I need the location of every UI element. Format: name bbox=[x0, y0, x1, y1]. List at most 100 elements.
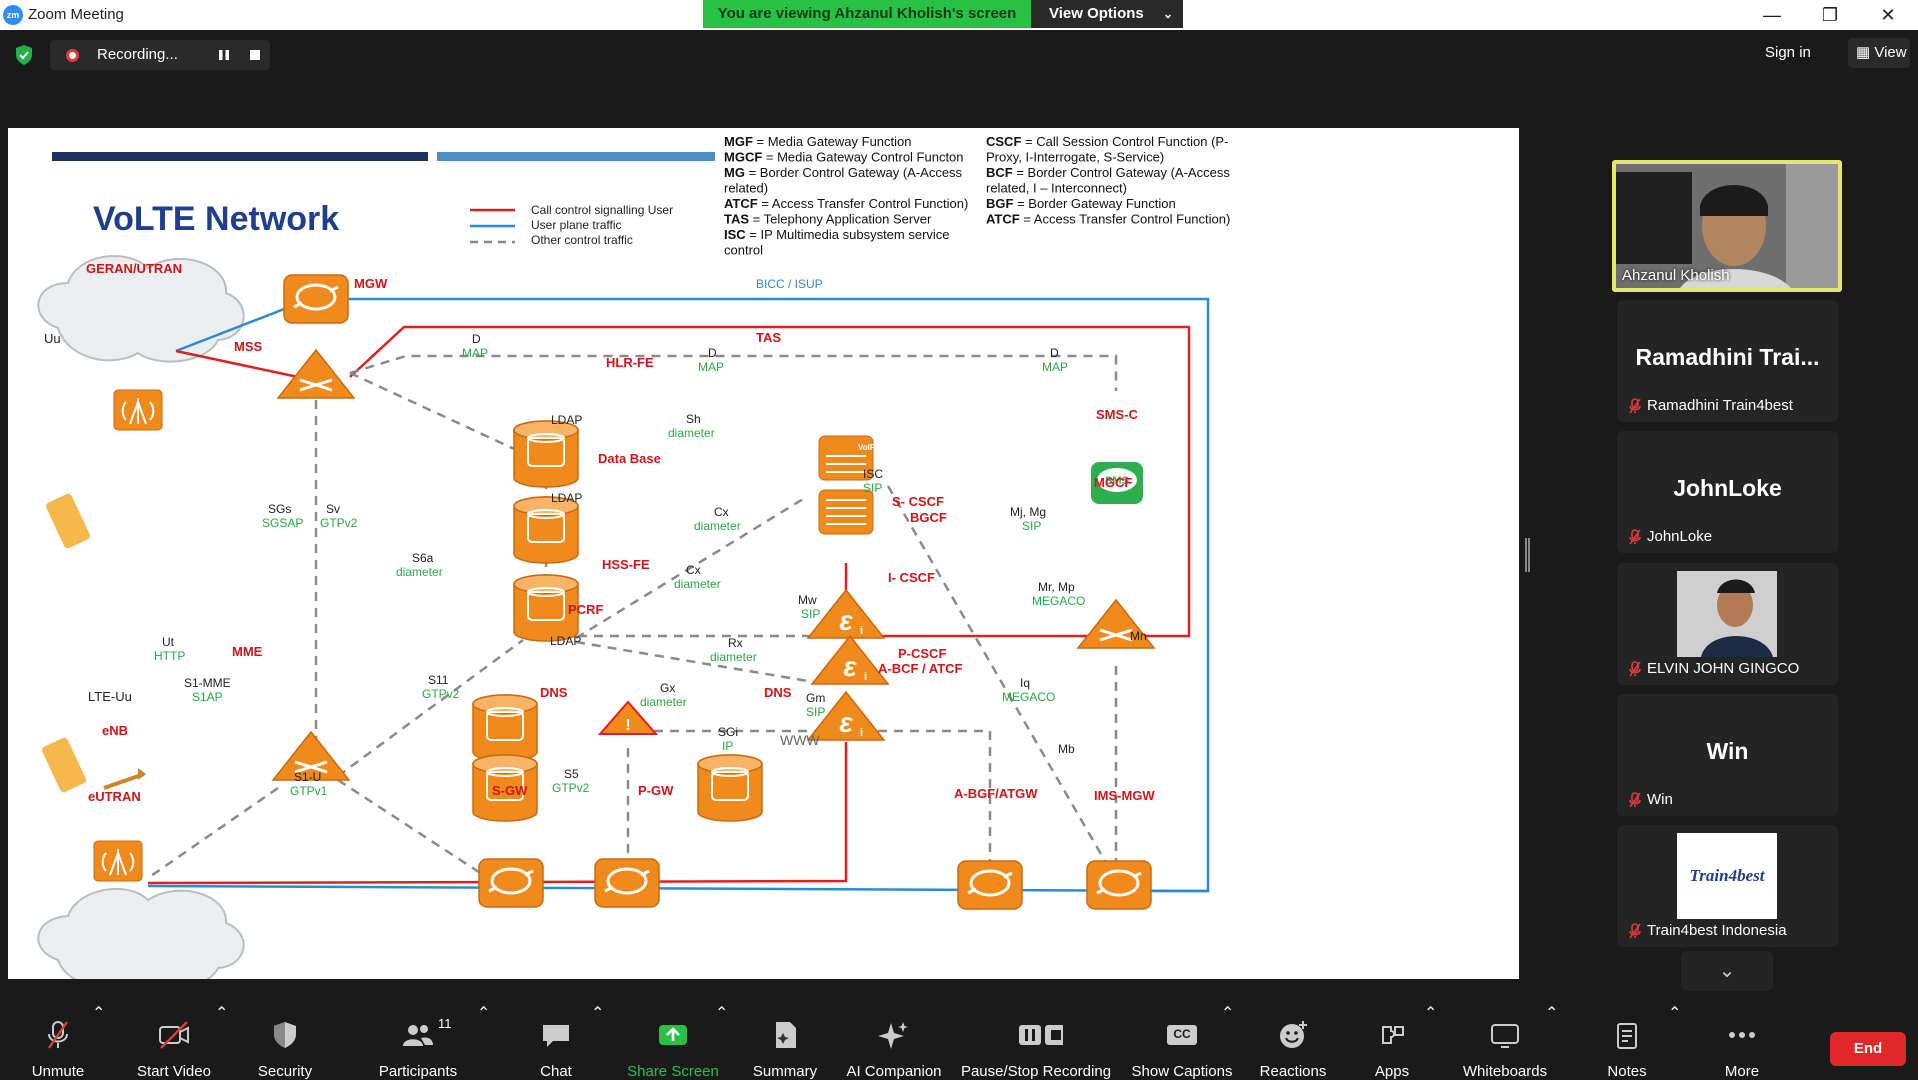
definition-line: CSCF = Call Session Control Function (P- bbox=[986, 134, 1228, 149]
diagram-label-mw: Mw bbox=[798, 593, 817, 607]
diagram-label-tas: TAS bbox=[756, 330, 781, 345]
legend-item: Other control traffic bbox=[531, 233, 633, 247]
restore-icon[interactable]: ❐ bbox=[1821, 5, 1839, 25]
participants-button[interactable]: 11 Participants bbox=[368, 1003, 468, 1080]
view-layout-button[interactable]: ▦ View bbox=[1848, 38, 1910, 68]
close-icon[interactable]: ✕ bbox=[1880, 5, 1896, 25]
legend-item: User plane traffic bbox=[531, 218, 622, 232]
definition-line: MG = Border Control Gateway (A-Access bbox=[724, 165, 963, 180]
video-options-caret-icon[interactable]: ⌃ bbox=[215, 1005, 229, 1022]
security-label: Security bbox=[257, 1063, 313, 1080]
diagram-label-cx1p: diameter bbox=[694, 519, 741, 533]
sign-in-link[interactable]: Sign in bbox=[1765, 44, 1811, 61]
diagram-label-ldap3: LDAP bbox=[550, 634, 581, 648]
chat-button[interactable]: Chat bbox=[516, 1003, 596, 1080]
apps-label: Apps bbox=[1374, 1063, 1410, 1080]
apps-button[interactable]: Apps bbox=[1352, 1003, 1432, 1080]
encryption-shield-icon[interactable] bbox=[14, 44, 34, 66]
muted-mic-icon bbox=[1629, 791, 1641, 807]
definitions-right: CSCF = Call Session Control Function (P-… bbox=[986, 134, 1230, 227]
definition-line: control bbox=[724, 243, 763, 258]
participant-tile[interactable]: JohnLoke JohnLoke bbox=[1617, 431, 1838, 553]
participants-options-caret-icon[interactable]: ⌃ bbox=[477, 1005, 491, 1022]
diagram-label-iscp: SIP bbox=[863, 481, 882, 495]
pause-stop-label: Pause/Stop Recording bbox=[960, 1063, 1112, 1080]
definition-line: TAS = Telephony Application Server bbox=[724, 212, 932, 227]
view-options-label: View Options bbox=[1049, 5, 1144, 22]
meeting-toolbar: Unmute ⌃ Start Video ⌃ Security 11 Parti… bbox=[0, 1003, 1918, 1080]
participant-logo: Train4best bbox=[1677, 833, 1777, 919]
chat-label: Chat bbox=[540, 1063, 572, 1080]
panel-resize-handle[interactable] bbox=[1525, 538, 1530, 572]
diagram-label-ldap2: LDAP bbox=[551, 491, 582, 505]
share-options-caret-icon[interactable]: ⌃ bbox=[715, 1005, 729, 1022]
notes-options-caret-icon[interactable]: ⌃ bbox=[1668, 1005, 1682, 1022]
end-meeting-button[interactable]: End bbox=[1830, 1032, 1906, 1066]
pause-stop-recording-button[interactable]: Pause/Stop Recording bbox=[956, 1003, 1116, 1080]
scroll-participants-down-button[interactable]: ⌄ bbox=[1681, 951, 1773, 991]
captions-options-caret-icon[interactable]: ⌃ bbox=[1221, 1005, 1235, 1022]
pause-stop-icon bbox=[1019, 1025, 1063, 1045]
share-screen-label: Share Screen bbox=[627, 1063, 719, 1080]
share-screen-button[interactable]: Share Screen bbox=[622, 1003, 724, 1080]
diagram-label-mgcf: MGCF bbox=[1094, 475, 1132, 490]
diagram-label-sgs: SGs bbox=[268, 502, 291, 516]
muted-mic-icon bbox=[1629, 397, 1641, 413]
pause-recording-icon[interactable] bbox=[218, 49, 230, 61]
diagram-label-dns1: DNS bbox=[540, 685, 568, 700]
diagram-label-rxp: diameter bbox=[710, 650, 757, 664]
stop-recording-icon[interactable] bbox=[250, 50, 260, 60]
audio-options-caret-icon[interactable]: ⌃ bbox=[92, 1005, 106, 1022]
whiteboards-button[interactable]: Whiteboards bbox=[1452, 1003, 1558, 1080]
definition-line: MGF = Media Gateway Function bbox=[724, 134, 912, 149]
diagram-label-scscf: S- CSCF bbox=[892, 494, 944, 509]
apps-options-caret-icon[interactable]: ⌃ bbox=[1424, 1005, 1438, 1022]
diagram-label-d1: D bbox=[472, 332, 481, 346]
summary-button[interactable]: Summary bbox=[744, 1003, 826, 1080]
ai-companion-button[interactable]: AI Companion bbox=[836, 1003, 952, 1080]
diagram-label-utp: HTTP bbox=[154, 649, 185, 663]
participant-display-name: Ramadhini Trai... bbox=[1635, 344, 1820, 370]
diagram-label-pcrf: PCRF bbox=[568, 602, 603, 617]
diagram-label-s6a: S6a bbox=[412, 551, 434, 565]
minimize-icon[interactable]: — bbox=[1763, 5, 1781, 25]
chat-bubble-icon bbox=[543, 1025, 569, 1047]
participant-tile-active-speaker[interactable]: Ahzanul Kholish bbox=[1612, 160, 1842, 292]
participant-tile[interactable]: Ramadhini Trai... Ramadhini Train4best bbox=[1617, 300, 1838, 422]
diagram-label-d3p: MAP bbox=[1042, 360, 1068, 374]
diagram-label-hss: HSS-FE bbox=[602, 557, 650, 572]
diagram-label-s5p: GTPv2 bbox=[552, 781, 590, 795]
shared-screen-slide: εi VoLTE Network Call control signalling… bbox=[8, 128, 1519, 979]
whiteboards-options-caret-icon[interactable]: ⌃ bbox=[1545, 1005, 1559, 1022]
diagram-label-smsc: SMS-C bbox=[1096, 407, 1139, 422]
show-captions-button[interactable]: CC Show Captions bbox=[1128, 1003, 1236, 1080]
diagram-label-cx2p: diameter bbox=[674, 577, 721, 591]
diagram-label-geran: GERAN/UTRAN bbox=[86, 261, 182, 276]
notes-button[interactable]: Notes bbox=[1586, 1003, 1668, 1080]
diagram-label-pgw: P-GW bbox=[638, 783, 674, 798]
unmute-button[interactable]: Unmute bbox=[14, 1003, 102, 1080]
diagram-label-d1p: MAP bbox=[462, 346, 488, 360]
definition-line: BCF = Border Control Gateway (A-Access bbox=[986, 165, 1230, 180]
reactions-button[interactable]: Reactions bbox=[1250, 1003, 1336, 1080]
diagram-label-eutran: eUTRAN bbox=[88, 789, 141, 804]
participant-name: Win bbox=[1647, 791, 1673, 808]
reactions-label: Reactions bbox=[1259, 1063, 1327, 1080]
view-options-button[interactable]: View Options⌄ bbox=[1031, 0, 1183, 28]
participant-tile[interactable]: ELVIN JOHN GINGCO bbox=[1617, 563, 1838, 685]
ai-sparkle-icon bbox=[878, 1022, 908, 1049]
svg-text:!: ! bbox=[625, 717, 630, 734]
diagram-label-iqp: MEGACO bbox=[1002, 690, 1055, 704]
more-button[interactable]: More bbox=[1702, 1003, 1782, 1080]
chat-options-caret-icon[interactable]: ⌃ bbox=[591, 1005, 605, 1022]
start-video-button[interactable]: Start Video bbox=[126, 1003, 222, 1080]
diagram-label-mgw: MGW bbox=[354, 276, 388, 291]
security-button[interactable]: Security bbox=[240, 1003, 330, 1080]
diagram-label-hlr: HLR-FE bbox=[606, 355, 654, 370]
diagram-label-database: Data Base bbox=[598, 451, 661, 466]
participant-tile[interactable]: Win Win bbox=[1617, 694, 1838, 816]
record-dot-icon bbox=[66, 49, 79, 62]
participant-tile[interactable]: Train4best Train4best Indonesia bbox=[1617, 825, 1838, 947]
diagram-label-dns2: DNS bbox=[764, 685, 792, 700]
